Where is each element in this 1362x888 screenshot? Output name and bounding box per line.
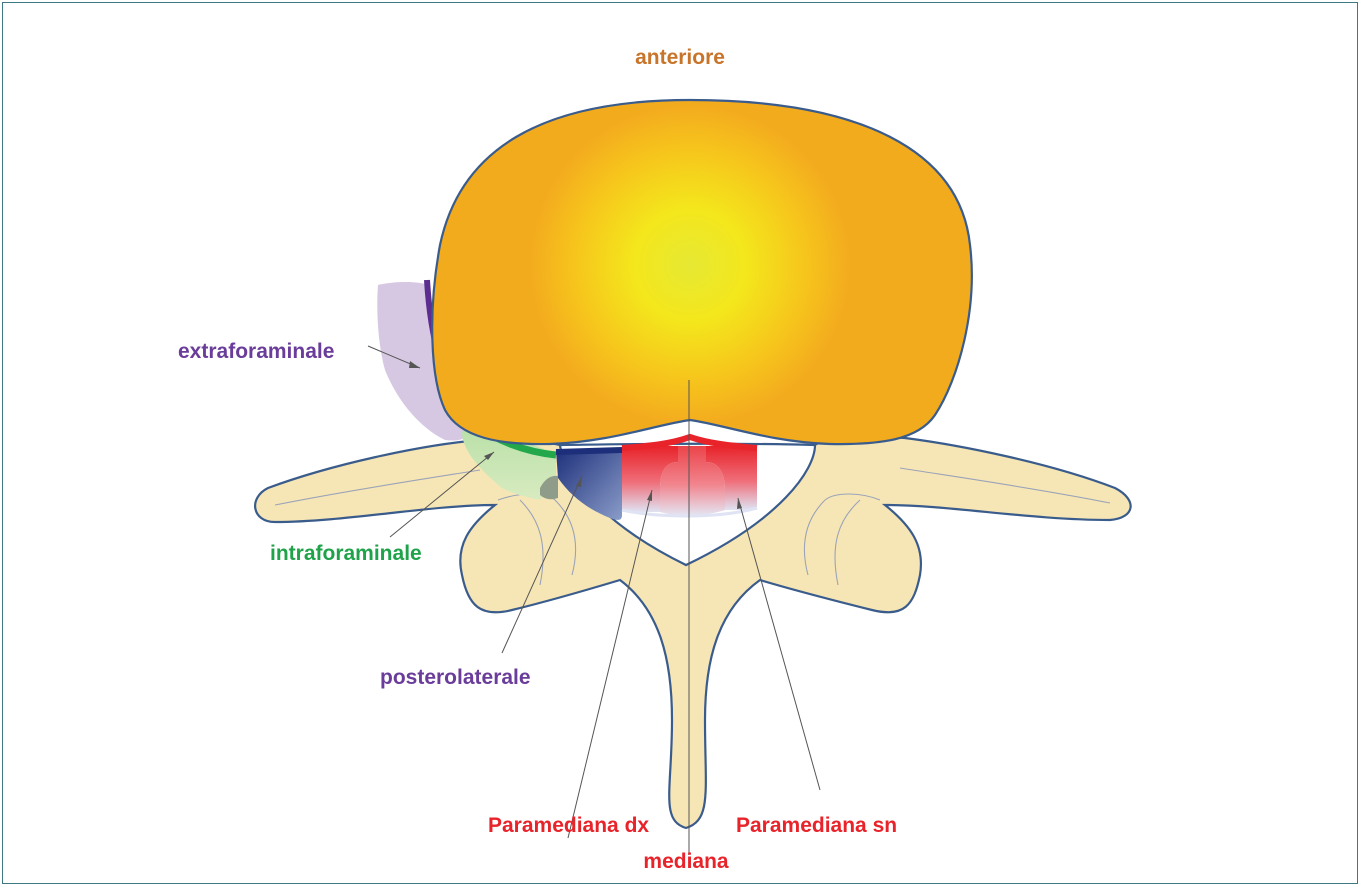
label-median: mediana bbox=[643, 850, 729, 873]
label-paramedian-right: Paramediana dx bbox=[488, 814, 649, 837]
label-posterolateral: posterolaterale bbox=[380, 666, 531, 689]
label-anterior: anteriore bbox=[635, 46, 725, 69]
label-extraforaminal: extraforaminale bbox=[178, 340, 334, 363]
posterolateral-line bbox=[556, 450, 622, 452]
label-intraforaminal: intraforaminale bbox=[270, 542, 422, 565]
label-paramedian-left: Paramediana sn bbox=[736, 814, 897, 837]
intervertebral-disc bbox=[432, 100, 972, 444]
